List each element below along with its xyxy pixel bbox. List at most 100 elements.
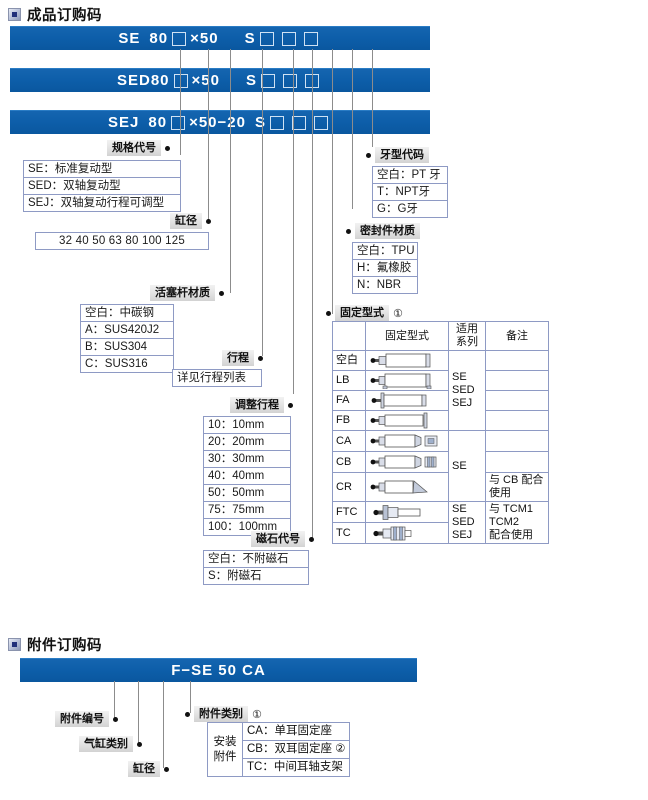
series-g3-line-1: SE bbox=[452, 503, 467, 515]
mounting-row-fa: FA bbox=[332, 390, 549, 411]
acc-left-line-1: 安装 bbox=[213, 735, 237, 748]
accessory-table-wrap: 安装 附件 CA：单耳固定座 CB：双耳固定座 ② TC：中间耳轴支架 bbox=[207, 722, 351, 777]
thread-option-0: 空白：PT 牙 bbox=[373, 167, 447, 184]
mounting-table-wrap: 固定型式 适用 系列 备注 空白 SE SED SEJ LB bbox=[332, 321, 549, 544]
code-se-square-1 bbox=[172, 31, 187, 46]
callout-thread-header: 牙型代码 bbox=[366, 147, 429, 163]
leader-line-acc-bore bbox=[163, 681, 164, 768]
callout-thread-dot bbox=[366, 152, 371, 158]
adjust-option-1: 20：20mm bbox=[204, 434, 290, 451]
mounting-remark-blank bbox=[485, 350, 549, 371]
mounting-row-fb: FB bbox=[332, 410, 549, 431]
code-se-square-4 bbox=[303, 31, 318, 46]
callout-mounting-label: 固定型式 bbox=[335, 305, 389, 321]
leader-line-model bbox=[180, 49, 181, 155]
mounting-th-code bbox=[332, 321, 366, 351]
remark-ftc-line-3: 配合使用 bbox=[489, 529, 533, 541]
code-se-square-2 bbox=[259, 31, 274, 46]
mounting-pic-cr bbox=[365, 472, 449, 502]
callout-seal-options: 空白：TPU H：氟橡胶 N：NBR bbox=[352, 242, 418, 294]
callout-acc-type-header: 附件类别 ① bbox=[185, 706, 262, 722]
rod-option-0: 空白：中碳钢 bbox=[81, 305, 173, 322]
accessory-section-bullet-icon bbox=[8, 638, 21, 651]
callout-rod-header: 活塞杆材质 bbox=[150, 285, 224, 301]
series-g1-line-1: SE bbox=[452, 371, 467, 383]
callout-seal-label: 密封件材质 bbox=[355, 223, 420, 239]
bore-values: 32 40 50 63 80 100 125 bbox=[59, 235, 185, 247]
leader-line-magnet bbox=[312, 49, 313, 539]
code-sed-mult: ×50 bbox=[191, 72, 220, 89]
cylinder-cb-icon bbox=[370, 455, 437, 469]
callout-acc-type-note-mark: ① bbox=[252, 708, 262, 721]
code-sej-bore: 80 bbox=[148, 114, 168, 131]
code-sed-prefix: SED bbox=[117, 72, 151, 89]
mounting-remark-fa bbox=[485, 390, 549, 411]
product-section-heading: 成品订购码 bbox=[8, 4, 102, 25]
callout-magnet-label: 磁石代号 bbox=[251, 531, 305, 547]
mounting-code-cr: CR bbox=[332, 472, 366, 502]
code-bar-sej-text: SEJ 80 ×50−20 S bbox=[108, 114, 332, 131]
code-se-prefix: SE bbox=[118, 30, 141, 47]
leader-line-adjust bbox=[293, 49, 294, 394]
mounting-row-blank: 空白 SE SED SEJ bbox=[332, 350, 549, 431]
callout-acc-type-dot bbox=[185, 711, 190, 717]
mounting-code-lb: LB bbox=[332, 370, 366, 391]
callout-seal-header: 密封件材质 bbox=[346, 223, 420, 239]
remark-ftc-line-2: TCM2 bbox=[489, 516, 519, 528]
callout-stroke-label: 行程 bbox=[222, 350, 254, 366]
code-sej-prefix: SEJ bbox=[108, 114, 140, 131]
callout-model-label: 规格代号 bbox=[107, 140, 161, 156]
seal-option-1: H：氟橡胶 bbox=[353, 260, 417, 277]
seal-option-0: 空白：TPU bbox=[353, 243, 417, 260]
code-bar-sed: SED 80 ×50 S bbox=[10, 68, 430, 92]
mounting-row-tc: TC bbox=[332, 522, 549, 544]
series-g3-line-3: SEJ bbox=[452, 529, 473, 541]
code-sed-bore: 80 bbox=[150, 72, 170, 89]
model-option-1: SED：双轴复动型 bbox=[24, 178, 180, 195]
callout-acc-part-no-dot bbox=[113, 716, 118, 722]
mounting-row-lb: LB bbox=[332, 370, 549, 391]
mounting-code-blank: 空白 bbox=[332, 350, 366, 371]
code-bar-sej: SEJ 80 ×50−20 S bbox=[10, 110, 430, 134]
callout-acc-part-no: 附件编号 bbox=[55, 711, 118, 727]
leader-line-acc-type bbox=[190, 681, 191, 713]
mounting-row-cb: CB bbox=[332, 451, 549, 473]
mounting-series-group-2: SE bbox=[448, 430, 486, 502]
mounting-remark-cb bbox=[485, 451, 549, 473]
mounting-series-group-3: SE SED SEJ bbox=[448, 501, 486, 544]
cylinder-fa-icon bbox=[371, 392, 427, 409]
callout-model-options: SE：标准复动型 SED：双轴复动型 SEJ：双轴复动行程可调型 bbox=[23, 160, 181, 212]
mounting-pic-ftc bbox=[365, 501, 449, 523]
callout-magnet-header: 磁石代号 bbox=[251, 531, 314, 547]
adjust-option-0: 10：10mm bbox=[204, 417, 290, 434]
callout-bore-dot bbox=[206, 218, 211, 224]
mounting-series-group-1: SE SED SEJ bbox=[448, 350, 486, 431]
accessory-table: 安装 附件 CA：单耳固定座 CB：双耳固定座 ② TC：中间耳轴支架 bbox=[207, 722, 351, 777]
cylinder-fb-icon bbox=[370, 412, 428, 429]
mounting-code-ftc: FTC bbox=[332, 501, 366, 523]
callout-model-dot bbox=[165, 145, 170, 151]
callout-adjust-label: 调整行程 bbox=[230, 397, 284, 413]
leader-line-acc-part-no bbox=[114, 681, 115, 718]
magnet-option-0: 空白：不附磁石 bbox=[204, 551, 308, 568]
mounting-th-remark: 备注 bbox=[485, 321, 549, 351]
callout-magnet-dot bbox=[309, 536, 314, 542]
code-sej-square-1 bbox=[171, 115, 186, 130]
mounting-pic-tc bbox=[365, 522, 449, 544]
accessory-option-tc: TC：中间耳轴支架 bbox=[241, 758, 351, 777]
mounting-remark-cr: 与 CB 配合使用 bbox=[485, 472, 549, 502]
mounting-th-series-line-1: 适用 bbox=[456, 323, 478, 335]
model-option-0: SE：标准复动型 bbox=[24, 161, 180, 178]
leader-line-mounting bbox=[332, 49, 333, 314]
section-bullet-icon bbox=[8, 8, 21, 21]
mounting-pic-lb bbox=[365, 370, 449, 391]
code-sej-mult: ×50−20 bbox=[189, 114, 246, 131]
rod-option-3: C：SUS316 bbox=[85, 358, 148, 370]
code-sej-square-2 bbox=[269, 115, 284, 130]
mounting-pic-blank bbox=[365, 350, 449, 371]
callout-bore-options: 32 40 50 63 80 100 125 bbox=[35, 232, 209, 250]
code-bar-se-text: SE 80 ×50 S bbox=[118, 30, 321, 47]
mounting-code-tc: TC bbox=[332, 522, 366, 544]
accessory-row-cb: CB：双耳固定座 ② bbox=[208, 740, 351, 759]
leader-line-bore bbox=[208, 49, 209, 222]
